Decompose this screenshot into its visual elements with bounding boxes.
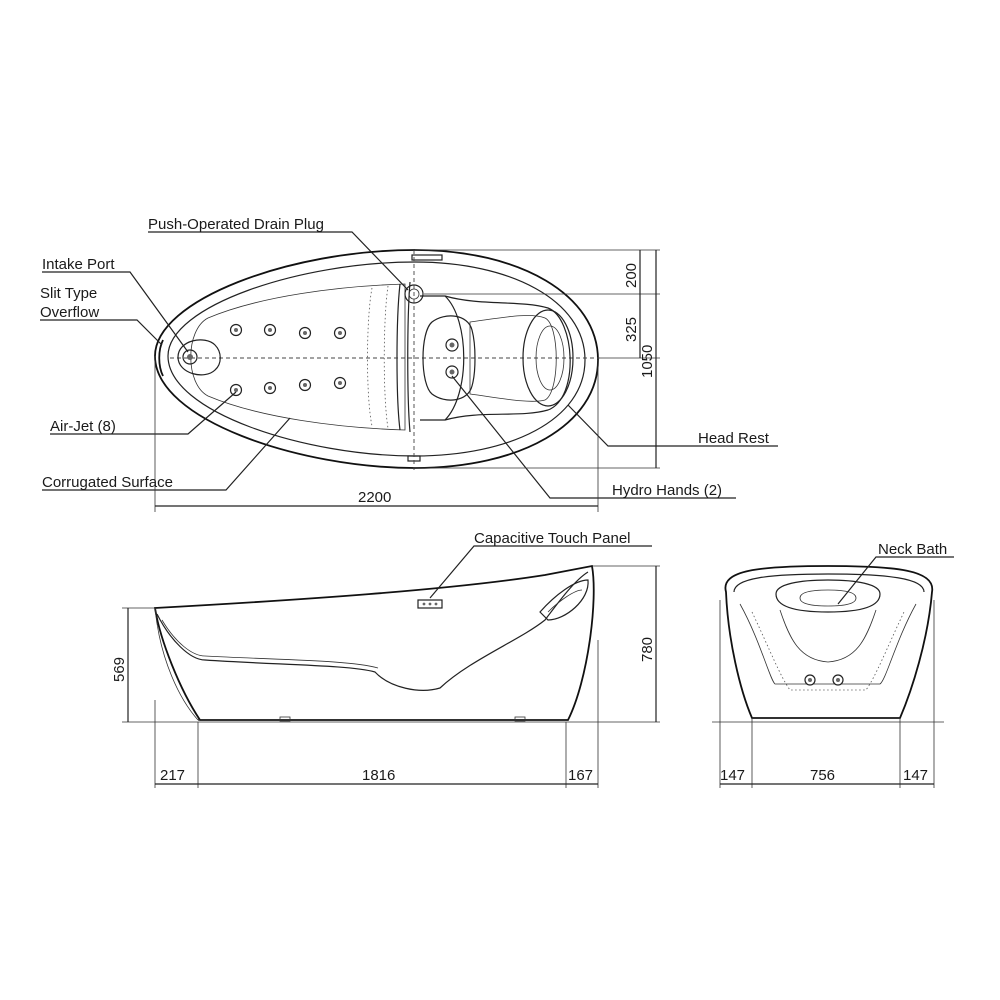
dim-325: 325 (623, 317, 640, 342)
neck-bath-inner (799, 589, 857, 607)
corrugated-line-4 (407, 281, 411, 433)
corrugated-line-2 (383, 285, 389, 429)
headrest-area (444, 295, 571, 421)
side-inner-profile-2 (161, 619, 379, 669)
air-jet-icon (333, 326, 347, 340)
dim-756: 756 (810, 767, 835, 784)
label-push-drain: Push-Operated Drain Plug (148, 216, 324, 233)
leader-drain (148, 231, 409, 291)
capacitive-touch-panel (417, 599, 443, 609)
dim-167: 167 (568, 767, 593, 784)
intake-port-inner (187, 354, 193, 360)
label-capacitive: Capacitive Touch Panel (474, 530, 631, 547)
headrest-inner (469, 315, 557, 402)
side-foot-left (279, 716, 291, 722)
label-slit-overflow-1: Slit Type (40, 285, 97, 302)
air-jet-icon (263, 323, 277, 337)
leader-hydro (451, 375, 736, 499)
dim-1816: 1816 (362, 767, 395, 784)
label-slit-overflow-2: Overflow (40, 304, 99, 321)
label-air-jet: Air-Jet (8) (50, 418, 116, 435)
labels: Push-Operated Drain Plug Intake Port Sli… (40, 216, 947, 558)
neck-bath (775, 579, 881, 613)
corrugated-line-3 (396, 283, 401, 431)
end-jets (804, 674, 844, 686)
touch-button-icon (434, 602, 438, 606)
air-jet-icon (229, 323, 243, 337)
touch-button-icon (428, 602, 432, 606)
air-jet-icon (229, 383, 243, 397)
basin-floor (190, 283, 406, 431)
hydro-hand-icon (445, 365, 459, 379)
head-rest-oval-outer (522, 309, 574, 407)
label-intake-port: Intake Port (42, 256, 115, 273)
air-jet-icon (263, 381, 277, 395)
air-jet-icon (333, 376, 347, 390)
label-neck-bath: Neck Bath (878, 541, 947, 558)
leader-intake (42, 271, 189, 353)
side-panel-outline (154, 607, 199, 721)
end-shell (724, 565, 933, 719)
hydro-hand-icon (832, 674, 844, 686)
label-hydro-hands: Hydro Hands (2) (612, 482, 722, 499)
tub-inner-rim (167, 261, 586, 457)
label-corrugated: Corrugated Surface (42, 474, 173, 491)
dim-569: 569 (111, 657, 128, 682)
side-view (122, 545, 660, 788)
side-headrest (539, 579, 589, 621)
slit-overflow (158, 339, 164, 377)
intake-port (182, 349, 198, 365)
intake-port-housing (177, 339, 221, 376)
top-view (40, 231, 778, 512)
dim-1050: 1050 (639, 345, 656, 378)
air-jet-icon (298, 326, 312, 340)
leader-airjet (50, 391, 237, 435)
end-rim-inner (733, 573, 925, 593)
label-head-rest: Head Rest (698, 430, 770, 447)
neck-bath-bowl (779, 609, 877, 663)
corrugated-line-1 (367, 287, 373, 427)
dim-2200: 2200 (358, 489, 391, 506)
side-inner-profile (156, 571, 589, 691)
end-basin-outline (739, 603, 917, 685)
touch-button-icon (422, 602, 426, 606)
air-jets (229, 323, 347, 397)
side-headrest-inner (547, 589, 583, 613)
headrest-channel (420, 295, 465, 421)
leader-neck-bath (837, 556, 954, 605)
hydro-hands-pad (422, 315, 476, 401)
dim-780: 780 (639, 637, 656, 662)
end-basin-dashed (751, 611, 905, 691)
dim-217: 217 (160, 767, 185, 784)
air-jet-icon (298, 378, 312, 392)
leader-capacitive (429, 545, 652, 599)
hydro-hand-jets (445, 338, 459, 379)
dimension-labels: 200 325 1050 2200 569 780 217 1816 167 1… (111, 263, 928, 784)
tub-outer-rim (154, 249, 599, 469)
dim-147-right: 147 (903, 767, 928, 784)
side-foot-right (514, 716, 526, 722)
hydro-hand-icon (804, 674, 816, 686)
dim-200: 200 (623, 263, 640, 288)
end-view (712, 556, 954, 788)
head-rest-oval-inner (535, 325, 565, 391)
leader-headrest (567, 404, 778, 447)
dim-147-left: 147 (720, 767, 745, 784)
leader-corrugated (42, 417, 291, 491)
overflow-slot-top (411, 254, 443, 261)
leader-overflow (40, 319, 163, 346)
side-shell (153, 564, 595, 721)
hydro-hand-icon (445, 338, 459, 352)
